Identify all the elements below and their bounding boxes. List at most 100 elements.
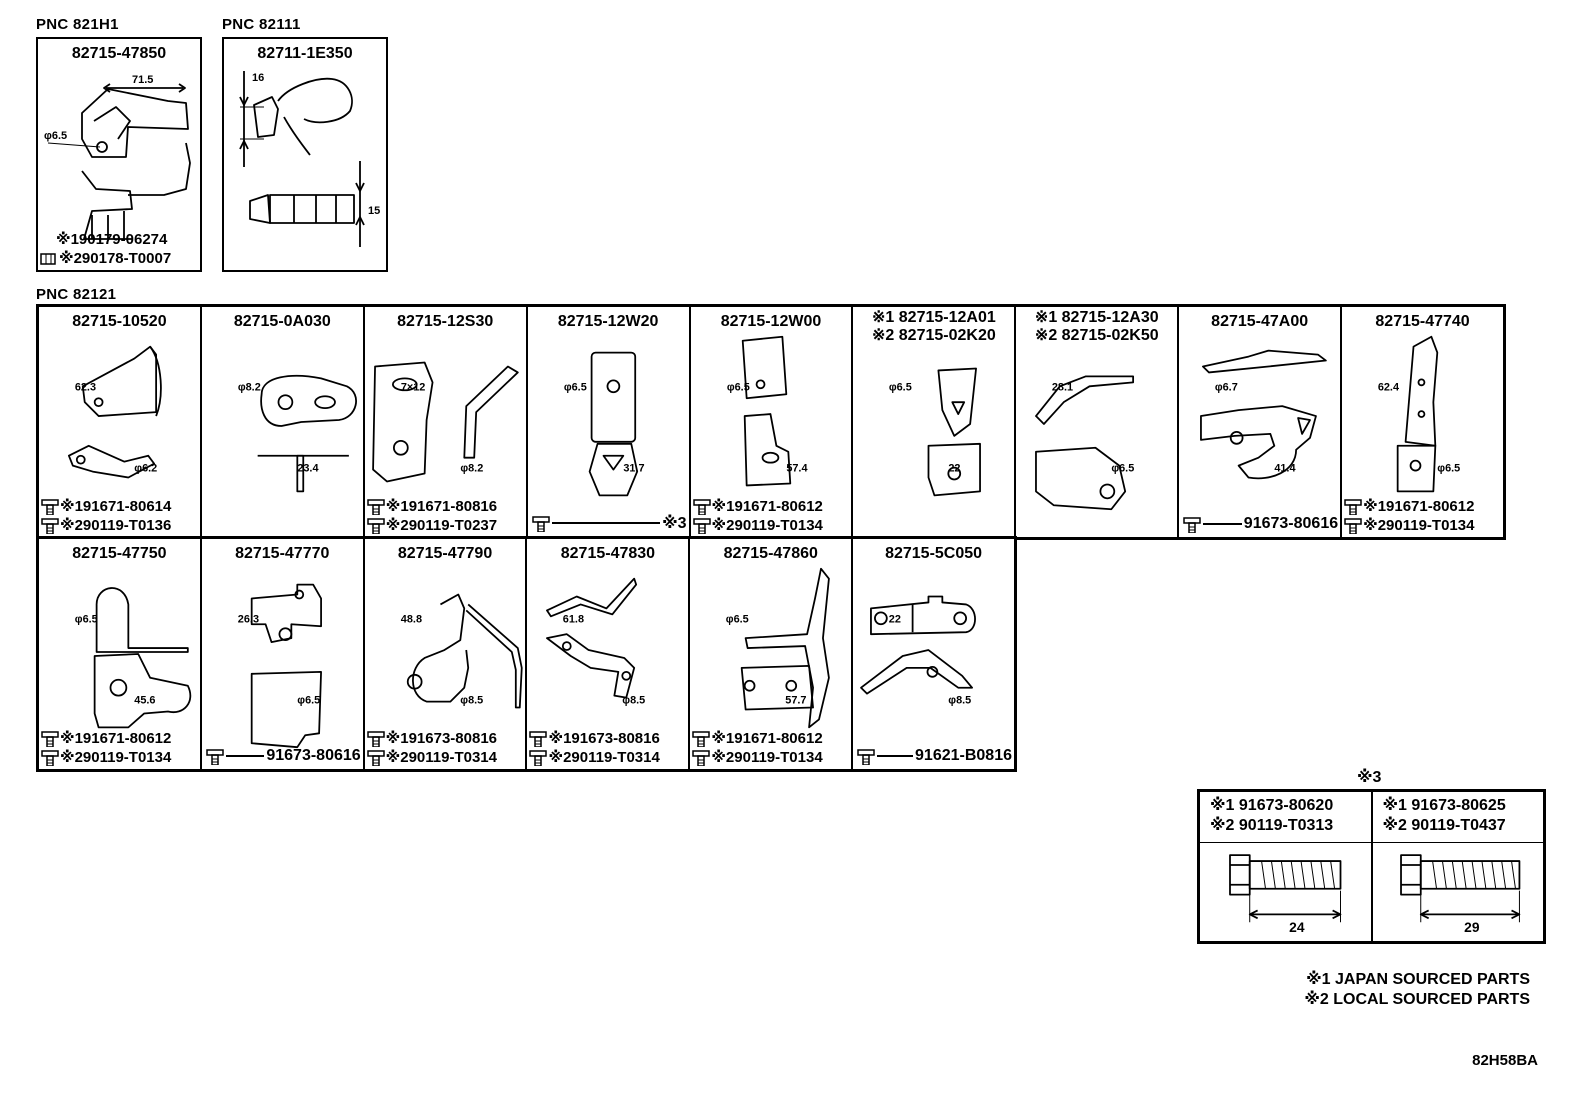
note3-line: ※2 90119-T0437 bbox=[1382, 817, 1506, 834]
legend-local: ※2 LOCAL SOURCED PARTS bbox=[1304, 991, 1530, 1008]
bracket-drawing: 22 φ8.5 bbox=[860, 595, 977, 707]
dim-label: 71.5 bbox=[132, 74, 153, 86]
bolt-icon bbox=[692, 517, 711, 535]
bolt-icon bbox=[41, 517, 59, 535]
dim-label: φ6.5 bbox=[889, 381, 912, 393]
part-number: ※1 82715-12A01※2 82715-02K20 bbox=[853, 309, 1014, 345]
bolt-number: 91673-80616 bbox=[266, 747, 361, 764]
dim-label: 15 bbox=[368, 205, 380, 217]
bolt-icon bbox=[206, 748, 224, 766]
clip-drawing: 16 15 bbox=[239, 71, 380, 247]
dim-label: 61.8 bbox=[563, 613, 584, 625]
length-label: 24 bbox=[1289, 919, 1305, 935]
bracket-drawing: φ6.5 45.6 bbox=[75, 587, 192, 729]
dim-label: 28.1 bbox=[1052, 381, 1073, 393]
dim-label: 22 bbox=[889, 613, 901, 625]
dim-label: φ8.5 bbox=[948, 695, 971, 707]
note3-col-1[interactable]: ※1 91673-80620 ※2 90119-T0313 24 bbox=[1199, 791, 1372, 942]
bolt-number: ※290119-T0237 bbox=[385, 517, 498, 534]
part-cell-82715-47850[interactable]: 82715-47850 71.5 φ6.5 ※190179-06274 ※290… bbox=[36, 37, 202, 272]
dim-label: φ6.5 bbox=[75, 613, 98, 625]
part-number: 82715-47860 bbox=[723, 545, 818, 562]
parts-grid-row2: 82715-47750 φ6.5 45.6 ※191671-80612※290119-… bbox=[36, 536, 1017, 772]
note3-col-2[interactable]: ※1 91673-80625 ※2 90119-T0437 29 bbox=[1371, 791, 1544, 942]
dim-label: 7×12 bbox=[401, 381, 426, 393]
part-number-line: ※2 82715-02K50 bbox=[1034, 327, 1159, 344]
bolt-number: 91621-B0816 bbox=[915, 747, 1012, 764]
part-number: 82715-47A00 bbox=[1211, 313, 1309, 330]
length-label: 29 bbox=[1464, 919, 1480, 935]
pnc-label-82111: PNC 82111 bbox=[222, 16, 301, 33]
part-cell[interactable]: ※1 82715-12A01※2 82715-02K20 φ6.5 22 bbox=[852, 306, 1016, 538]
note3-title: ※3 bbox=[1357, 769, 1382, 786]
part-number: 82715-47750 bbox=[72, 545, 167, 562]
bracket-drawing: φ6.531.7 bbox=[563, 351, 644, 497]
part-cell-82711-1e350[interactable]: 82711-1E350 16 15 bbox=[222, 37, 388, 272]
bolt-list: ※191671-80612※290119-T0134 bbox=[692, 729, 823, 767]
dim-label: φ6.5 bbox=[726, 613, 749, 625]
bolt-drawing: 29 bbox=[1399, 854, 1520, 935]
dim-label: φ8.5 bbox=[460, 695, 483, 707]
bolt-icon bbox=[857, 748, 875, 766]
dim-label: φ6.5 bbox=[1437, 463, 1460, 475]
bolt-list: ※191671-80612※290119-T0134 bbox=[692, 497, 823, 535]
bracket-drawing: 62.4φ6.5 bbox=[1378, 335, 1460, 493]
part-number: 82715-47790 bbox=[397, 545, 493, 562]
bolt-drawing: 24 bbox=[1229, 854, 1342, 935]
part-number: 82711-1E350 bbox=[257, 45, 353, 62]
bolt-icon bbox=[529, 730, 548, 748]
bolt-number: ※191671-80614 bbox=[60, 498, 172, 515]
bracket-drawing: 26.3 φ6.5 bbox=[238, 583, 322, 749]
pnc-label-821h1: PNC 821H1 bbox=[36, 16, 119, 33]
bolt-number: ※190179-06274 bbox=[56, 231, 168, 248]
bolt-icon bbox=[41, 749, 59, 767]
dim-label: φ6.5 bbox=[297, 695, 320, 707]
dim-label: 45.6 bbox=[134, 695, 155, 707]
bolt-icon bbox=[1344, 498, 1362, 516]
bracket-drawing: 71.5 φ6.5 bbox=[44, 74, 191, 240]
bolt-number: 91673-80616 bbox=[1243, 515, 1339, 532]
part-number-line: ※2 82715-02K20 bbox=[872, 327, 996, 344]
bolt-icon bbox=[41, 498, 59, 516]
bolt-callout: ※3 bbox=[531, 513, 687, 533]
bolt-number: ※191673-80816 bbox=[548, 730, 660, 747]
part-cell[interactable]: ※1 82715-12A30※2 82715-02K50 28.1 φ6.5 bbox=[1015, 306, 1179, 538]
bolt-number: ※3 bbox=[662, 515, 687, 532]
diagram-code: 82H58BA bbox=[1472, 1052, 1538, 1069]
part-number: 82715-12S30 bbox=[397, 313, 494, 330]
bolt-icon bbox=[41, 730, 59, 748]
bolt-callout: 91673-80616 bbox=[206, 747, 361, 766]
bolt-list: ※190179-06274 ※290178-T0007 bbox=[40, 230, 171, 268]
dim-label: 22 bbox=[949, 463, 961, 475]
note3-line: ※2 90119-T0313 bbox=[1210, 817, 1334, 834]
legend: ※1 JAPAN SOURCED PARTS ※2 LOCAL SOURCED … bbox=[1304, 970, 1530, 1010]
part-cell[interactable]: 82715-47750 φ6.5 45.6 ※191671-80612※290119-… bbox=[38, 538, 201, 770]
part-number: 82715-10520 bbox=[72, 313, 167, 330]
bolt-list: ※191671-80612※290119-T0134 bbox=[41, 729, 171, 767]
part-number-line: ※1 82715-12A01 bbox=[872, 309, 996, 326]
dim-label: φ6.5 bbox=[1112, 463, 1135, 475]
bolt-icon bbox=[531, 515, 550, 533]
bolt-icon bbox=[366, 749, 385, 767]
dim-label: 23.4 bbox=[297, 463, 318, 475]
bracket-drawing: φ6.557.7 bbox=[726, 567, 831, 729]
dim-label: 57.4 bbox=[786, 463, 807, 475]
part-number-line: ※1 82715-12A30 bbox=[1034, 309, 1159, 326]
dim-label: 31.7 bbox=[623, 463, 644, 475]
dim-label: 26.3 bbox=[238, 613, 259, 625]
dim-label: 48.8 bbox=[400, 613, 421, 625]
